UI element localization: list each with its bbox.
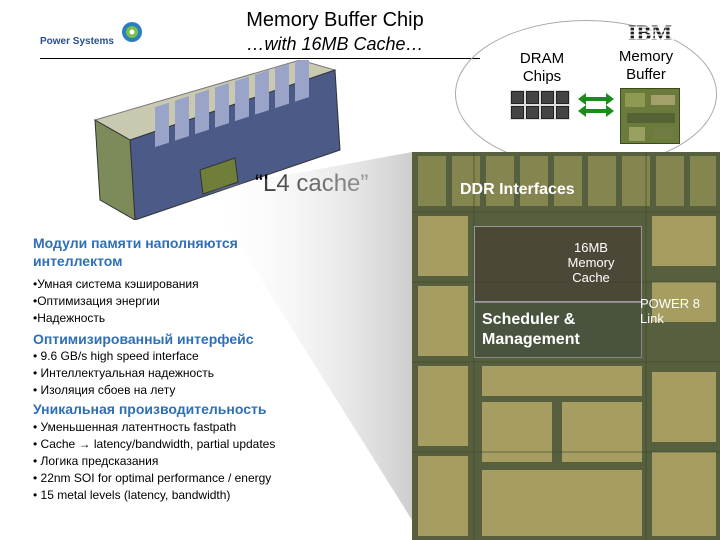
section-heading-interface: Оптимизированный интерфейс xyxy=(33,331,254,347)
bullet-item: • Логика предсказания xyxy=(33,454,159,468)
section-bullets-interface: • 9.6 GB/s high speed interface • Интелл… xyxy=(33,348,333,399)
ddr-interfaces-label: DDR Interfaces xyxy=(460,181,575,198)
bullet-item: • Изоляция сбоев на лету xyxy=(33,383,176,397)
power-systems-logo: Power Systems xyxy=(40,20,150,52)
bullet-item: • Cache → latency/bandwidth, partial upd… xyxy=(33,437,276,451)
chip-die-image xyxy=(412,152,720,540)
bidirectional-arrows-icon xyxy=(578,93,614,117)
dram-chips-label: DRAM Chips xyxy=(519,50,565,85)
dram-chips-graphic xyxy=(510,90,570,120)
bullet-item: • 15 metal levels (latency, bandwidth) xyxy=(33,488,231,502)
memory-buffer-label: Memory Buffer xyxy=(618,48,674,83)
cache-region xyxy=(474,226,642,302)
page-subtitle: …with 16MB Cache… xyxy=(246,34,424,54)
bullet-item: • 9.6 GB/s high speed interface xyxy=(33,349,199,363)
memory-buffer-chip-image xyxy=(620,88,680,144)
logo-text: Power Systems xyxy=(40,36,114,47)
logo-mark-icon xyxy=(122,22,142,42)
ibm-logo-icon: IBM xyxy=(620,22,680,44)
power8-link-label: POWER 8 Link xyxy=(640,296,700,326)
section-bullets-intelligence: •Умная система кэширования •Оптимизация … xyxy=(33,276,333,327)
memory-module-image xyxy=(93,60,341,220)
page-title: Memory Buffer Chip xyxy=(246,9,424,31)
bullet-item: •Умная система кэширования xyxy=(33,277,199,291)
scheduler-region xyxy=(474,302,642,358)
bullet-item: • 22nm SOI for optimal performance / ene… xyxy=(33,471,272,485)
bullet-item: •Надежность xyxy=(33,311,106,325)
header-divider xyxy=(40,58,480,59)
section-heading-intelligence: Модули памяти наполняются интеллектом xyxy=(33,235,238,269)
section-heading-performance: Уникальная производительность xyxy=(33,401,267,417)
scheduler-label: Scheduler & Management xyxy=(482,311,580,348)
bullet-item: • Уменьшенная латентность fastpath xyxy=(33,420,237,434)
section-bullets-performance: • Уменьшенная латентность fastpath • Cac… xyxy=(33,419,343,504)
bullet-item: • Интеллектуальная надежность xyxy=(33,366,214,380)
bullet-item: •Оптимизация энергии xyxy=(33,294,160,308)
memory-cache-label: 16MB Memory Cache xyxy=(567,240,615,285)
